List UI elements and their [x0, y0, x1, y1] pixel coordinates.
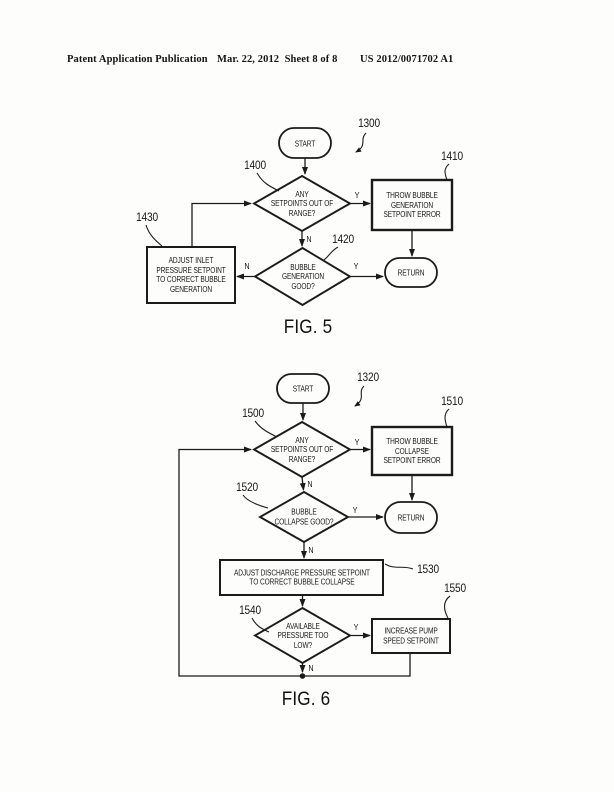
fig5-branch-yes-1420: Y	[353, 261, 359, 271]
fig6-leader-1550	[443, 595, 451, 619]
fig5-leader-1400	[256, 172, 280, 192]
fig6-leader-1520	[242, 494, 269, 509]
fig5-ref-1420: 1420	[332, 234, 354, 246]
fig5-ref-1300: 1300	[358, 118, 380, 130]
fig6-decision-1540-label: AVAILABLE PRESSURE TOO LOW?	[277, 621, 328, 650]
fig6-box-1550-shape	[371, 618, 451, 654]
header-publication: Patent Application Publication	[67, 54, 208, 65]
fig5-decision-1420-shape	[253, 246, 352, 307]
fig6-return-label: RETURN	[397, 512, 425, 522]
fig5-leader-1420	[323, 246, 339, 261]
fig6-ref-1320: 1320	[357, 372, 379, 384]
fig6-leader-1500	[254, 420, 278, 438]
fig6-branch-yes-1520: Y	[352, 505, 358, 515]
fig5-leader-1410	[444, 163, 450, 181]
fig6-leader-1540	[251, 617, 270, 633]
fig5-return-terminal-shape	[384, 257, 438, 288]
fig6-box-1550-label: INCREASE PUMP SPEED SETPOINT	[383, 626, 439, 646]
fig6-loop-back-to-decision	[178, 446, 411, 677]
fig6-ref-1520: 1520	[236, 482, 258, 494]
fig5-box-1430-shape	[146, 246, 236, 304]
fig5-leader-1300	[355, 132, 367, 153]
fig6-box-1530-shape	[219, 559, 384, 596]
fig6-branch-yes-1500: Y	[354, 437, 360, 447]
header-doc-number: US 2012/0071702 A1	[360, 54, 454, 65]
fig6-branch-yes-1540: Y	[353, 622, 359, 632]
fig5-decision-1420-label: BUBBLE GENERATION GOOD?	[281, 262, 324, 291]
fig5-box-1430-label: ADJUST INLET PRESSURE SETPOINT TO CORREC…	[156, 256, 226, 294]
fig5-loop-adjust-to-decision	[191, 200, 252, 247]
fig5-ref-1400: 1400	[244, 160, 266, 172]
fig6-start-label: START	[292, 383, 314, 393]
fig6-ref-1530: 1530	[417, 564, 439, 576]
fig5-return-label: RETURN	[397, 267, 425, 277]
fig6-box-1530-label: ADJUST DISCHARGE PRESSURE SETPOINT TO CO…	[233, 568, 370, 587]
fig6-ref-1540: 1540	[239, 605, 261, 617]
header-date-sheet: Mar. 22, 2012 Sheet 8 of 8	[217, 54, 338, 65]
fig5-branch-yes-1400: Y	[354, 190, 360, 200]
fig5-box-1410-label: THROW BUBBLE GENERATION SETPOINT ERROR	[383, 190, 441, 219]
fig6-caption: FIG. 6	[281, 689, 330, 710]
fig5-leader-1430	[145, 224, 163, 247]
fig5-branch-no-1400: N	[306, 234, 312, 244]
fig6-leader-1510	[444, 408, 450, 428]
fig6-decision-1500-label: ANY SETPOINTS OUT OF RANGE?	[270, 435, 334, 464]
fig6-branch-no-1520: N	[308, 545, 314, 555]
fig6-decision-1520-label: BUBBLE COLLAPSE GOOD?	[274, 507, 334, 527]
fig5-start-label: START	[294, 138, 316, 148]
fig5-ref-1430: 1430	[136, 212, 158, 224]
fig5-branch-no-1420: N	[244, 261, 250, 271]
fig6-arrow-no-to-decision-1520	[299, 476, 306, 491]
fig5-decision-1400-label: ANY SETPOINTS OUT OF RANGE?	[270, 189, 334, 218]
fig6-leader-1320	[354, 385, 365, 407]
fig6-branch-no-1500: N	[307, 479, 313, 489]
fig6-return-terminal-shape	[384, 501, 438, 534]
fig6-box-1510-label: THROW BUBBLE COLLAPSE SETPOINT ERROR	[383, 436, 441, 465]
fig6-ref-1550: 1550	[444, 583, 466, 595]
fig6-ref-1500: 1500	[242, 408, 264, 420]
fig5-caption: FIG. 5	[283, 317, 333, 338]
fig6-ref-1510: 1510	[441, 396, 463, 408]
fig6-branch-no-1540: N	[308, 663, 314, 673]
fig6-leader-1530	[384, 563, 414, 570]
fig5-ref-1410: 1410	[441, 151, 463, 163]
